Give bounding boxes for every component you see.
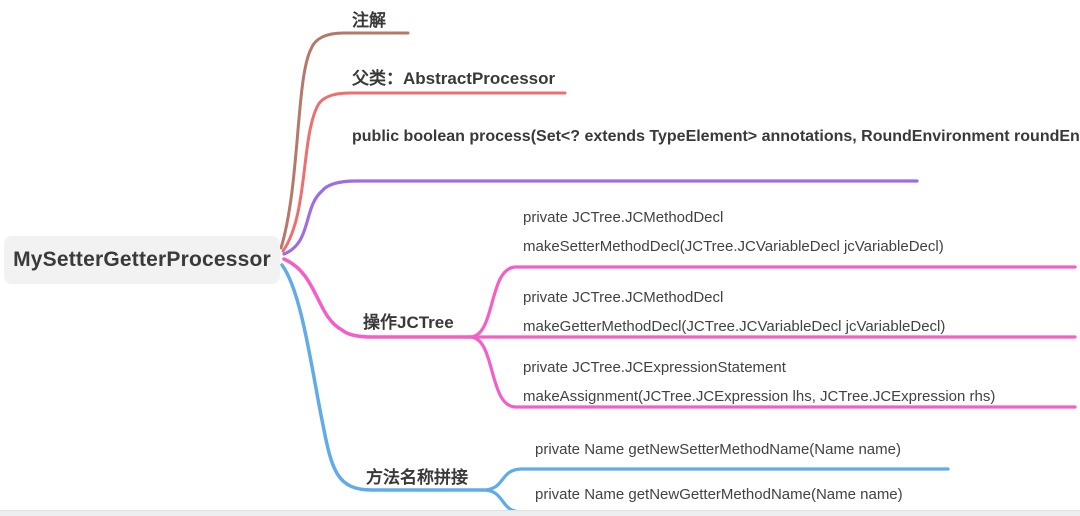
- root-topic[interactable]: MySetterGetterProcessor: [4, 236, 280, 284]
- topic-superclass[interactable]: 父类：AbstractProcessor: [352, 69, 556, 88]
- branch-process-method-line: [282, 179, 919, 256]
- branch-jctree-child1-line: [468, 265, 1077, 339]
- branch-superclass-line: [281, 91, 567, 253]
- process-method-line1: public boolean process(Set<? extends Typ…: [352, 128, 857, 145]
- leaf-get-new-getter-method-name[interactable]: private Name getNewGetterMethodName(Name…: [535, 485, 903, 505]
- branch-jctree-ops-line: [282, 257, 472, 339]
- leaf-line: private Name getNewGetterMethodName(Name…: [535, 486, 903, 503]
- branch-annotation-line: [279, 31, 410, 250]
- topic-jctree-ops[interactable]: 操作JCTree: [363, 313, 454, 332]
- leaf-line: private JCTree.JCMethodDecl: [523, 289, 724, 306]
- topic-annotation[interactable]: 注解: [352, 11, 386, 30]
- branch-method-naming-line: [280, 263, 485, 492]
- process-method-line2: RoundEnvironment roundEnv): [861, 128, 1080, 145]
- leaf-line: makeAssignment(JCTree.JCExpression lhs, …: [523, 388, 996, 405]
- leaf-make-setter-method-decl[interactable]: private JCTree.JCMethodDecl makeSetterMe…: [523, 203, 944, 261]
- window-bottom-edge: [0, 510, 1080, 516]
- leaf-make-getter-method-decl[interactable]: private JCTree.JCMethodDecl makeGetterMe…: [523, 283, 945, 341]
- branch-jctree-child3-line: [468, 335, 1077, 409]
- leaf-make-assignment[interactable]: private JCTree.JCExpressionStatement mak…: [523, 353, 995, 411]
- leaf-line: makeGetterMethodDecl(JCTree.JCVariableDe…: [523, 318, 946, 335]
- leaf-line: private Name getNewSetterMethodName(Name…: [535, 441, 901, 458]
- leaf-get-new-setter-method-name[interactable]: private Name getNewSetterMethodName(Name…: [535, 440, 901, 460]
- leaf-line: private JCTree.JCMethodDecl: [523, 209, 724, 226]
- leaf-line: private JCTree.JCExpressionStatement: [523, 359, 786, 376]
- leaf-line: makeSetterMethodDecl(JCTree.JCVariableDe…: [523, 238, 944, 255]
- topic-process-method[interactable]: public boolean process(Set<? extends Typ…: [352, 123, 1080, 151]
- topic-method-naming[interactable]: 方法名称拼接: [366, 468, 468, 487]
